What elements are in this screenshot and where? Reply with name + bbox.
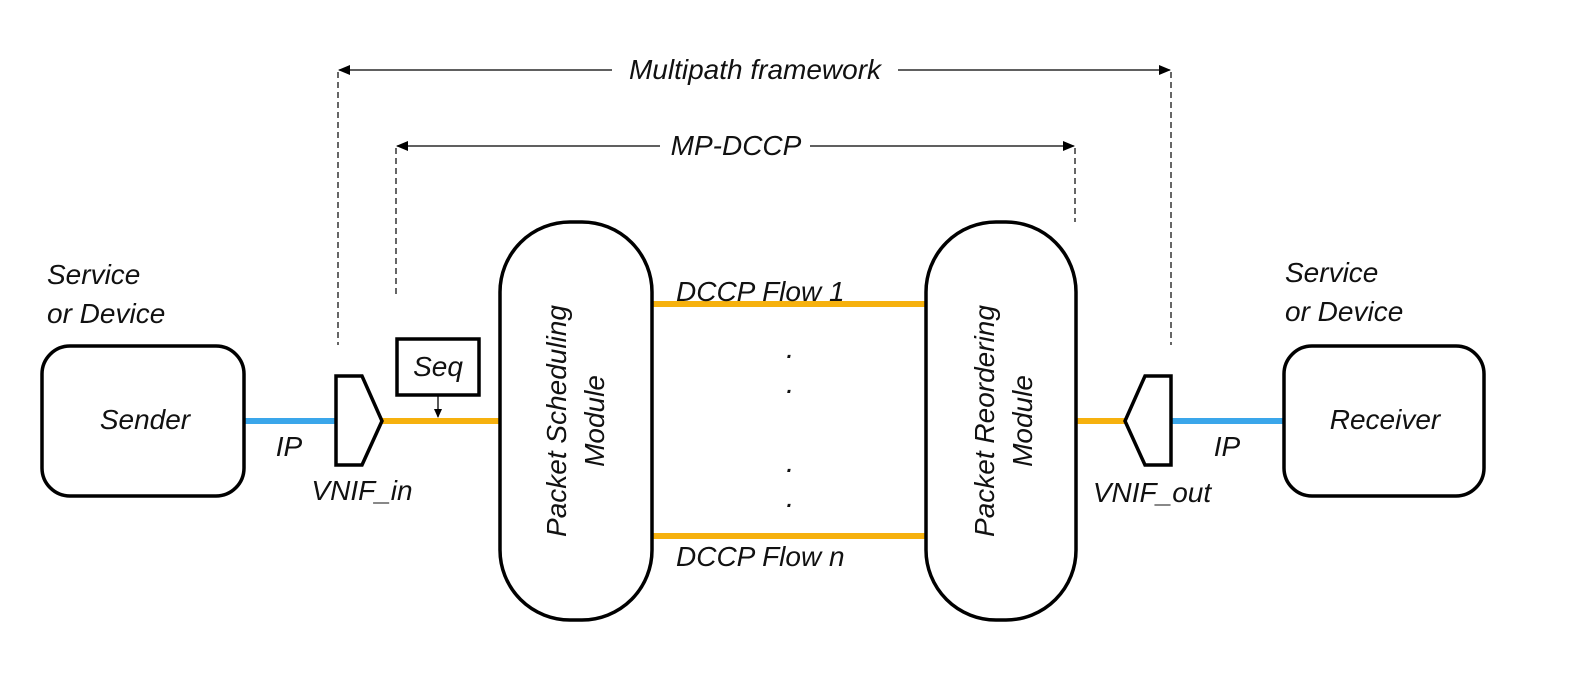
mp-dccp-label: MP-DCCP <box>671 130 802 161</box>
packet-scheduling-module: Packet Scheduling Module <box>498 220 654 622</box>
sender-label: Sender <box>100 404 192 435</box>
sender-box <box>40 344 246 498</box>
flow-ellipsis-dot-2: . <box>786 367 794 400</box>
dccp-flow-n-label: DCCP Flow n <box>676 541 845 572</box>
scheduling-module-line2: Module <box>579 375 610 467</box>
mp-dccp-span: MP-DCCP <box>395 130 1076 296</box>
dccp-flow-1-label: DCCP Flow 1 <box>676 276 845 307</box>
receiver-node: Service or Device Receiver IP <box>1214 257 1486 498</box>
sender-caption-service: Service <box>47 259 140 290</box>
seq-box <box>395 337 481 397</box>
receiver-label: Receiver <box>1330 404 1442 435</box>
receiver-ip-label: IP <box>1214 431 1241 462</box>
vnif-in-label: VNIF_in <box>311 475 412 506</box>
vnif-in-node: VNIF_in Seq <box>311 337 481 506</box>
packet-reordering-module: Packet Reordering Module <box>924 220 1078 622</box>
vnif-out-node: VNIF_out <box>1093 374 1212 508</box>
flow-ellipsis-dot-4: . <box>786 481 794 514</box>
reordering-module-line2: Module <box>1007 375 1038 467</box>
vnif-out-label: VNIF_out <box>1093 477 1212 508</box>
reordering-module-line1: Packet Reordering <box>969 305 1000 537</box>
vnif-out-shape <box>1123 374 1173 467</box>
receiver-box <box>1282 344 1486 498</box>
multipath-framework-span: Multipath framework <box>337 54 1172 345</box>
receiver-caption-service: Service <box>1285 257 1378 288</box>
flow-ellipsis-dot-1: . <box>786 332 794 365</box>
multipath-framework-label: Multipath framework <box>629 54 883 85</box>
dccp-flows: DCCP Flow 1 DCCP Flow n . . . . <box>676 276 845 572</box>
sender-caption-device: or Device <box>47 298 165 329</box>
scheduling-module-line1: Packet Scheduling <box>541 305 572 537</box>
reordering-module-box <box>924 220 1078 622</box>
seq-label: Seq <box>413 351 463 382</box>
sender-node: Service or Device Sender IP <box>40 259 303 498</box>
sender-ip-label: IP <box>276 431 303 462</box>
receiver-caption-device: or Device <box>1285 296 1403 327</box>
scheduling-module-box <box>498 220 654 622</box>
vnif-in-shape <box>334 374 384 467</box>
flow-ellipsis-dot-3: . <box>786 446 794 479</box>
